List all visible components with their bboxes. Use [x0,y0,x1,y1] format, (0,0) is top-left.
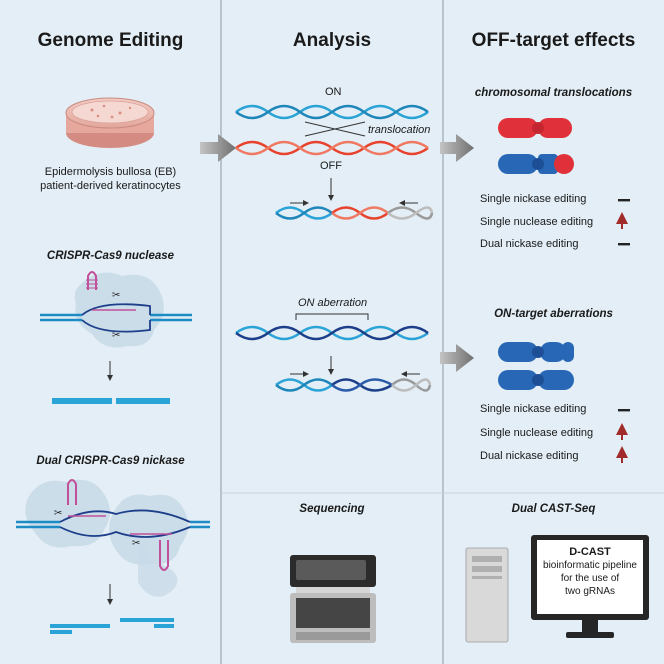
nickase-cut-dna [50,618,174,634]
off-label: OFF [320,160,342,172]
on-label: ON [325,86,342,98]
aberration-result-label: Dual nickase editing [480,450,579,462]
aberrant-chromosome-1 [498,342,574,362]
on-target-dna-helix [235,104,429,120]
on-aberration-label: ON aberration [298,297,368,309]
aberration-bracket [295,313,369,320]
no-change-indicator [618,243,630,246]
no-change-indicator [618,199,630,202]
dual-nickase-complex: ✂ ✂ [16,479,210,597]
dcast-line2: for the use of [560,573,620,584]
dual-cast-seq-title: Dual CAST-Seq [511,503,596,515]
nuclease-cut-dna [52,398,170,404]
svg-text:✂: ✂ [112,330,120,341]
translocated-chromosome-red [498,118,572,138]
flow-arrow-3 [440,344,474,372]
aberrant-chromosome-2 [498,370,574,390]
flow-arrow-1 [200,134,236,162]
computer-icon [465,535,649,643]
translocation-result-label: Dual nickase editing [480,238,579,250]
cas9-nuclease-complex: ✂ ✂ [40,271,192,348]
dcast-line1: bioinformatic pipeline [543,560,637,571]
no-change-indicator [618,409,630,412]
dcast-name: D-CAST [569,546,611,558]
translocated-chromosome-blue [498,154,574,174]
flow-arrow-2 [440,134,474,162]
off-target-heading: OFF-target effects [471,30,636,51]
translocation-cross [304,121,366,137]
dcast-line3: two gRNAs [564,586,615,597]
crispr-nuclease-title: CRISPR-Cas9 nuclease [46,250,175,262]
petri-caption-line1: Epidermolysis bullosa (EB) [44,166,177,178]
petri-caption-line2: patient-derived keratinocytes [40,180,181,192]
genome-editing-heading: Genome Editing [37,30,184,51]
aberration-result-label: Single nuclease editing [480,427,594,439]
petri-dish-icon [65,97,155,148]
analysis-heading: Analysis [292,30,372,51]
aberration-dna-helix [235,325,429,341]
svg-text:✂: ✂ [112,290,120,301]
crispr-nickase-title: Dual CRISPR-Cas9 nickase [36,455,185,467]
translocation-label: translocation [368,124,431,136]
translocation-result-label: Single nuclease editing [480,216,594,228]
aberrations-title: ON-target aberrations [494,308,613,320]
svg-text:✂: ✂ [54,508,62,519]
sequencer-icon [290,555,376,643]
sequencing-title: Sequencing [299,503,365,515]
svg-text:✂: ✂ [132,538,140,549]
off-target-dna-helix [235,140,429,156]
translocations-title: chromosomal translocations [474,87,633,99]
translocation-product-dna [275,200,434,220]
translocation-result-label: Single nickase editing [480,193,587,205]
aberration-product-dna [275,371,432,392]
aberration-result-label: Single nickase editing [480,403,587,415]
